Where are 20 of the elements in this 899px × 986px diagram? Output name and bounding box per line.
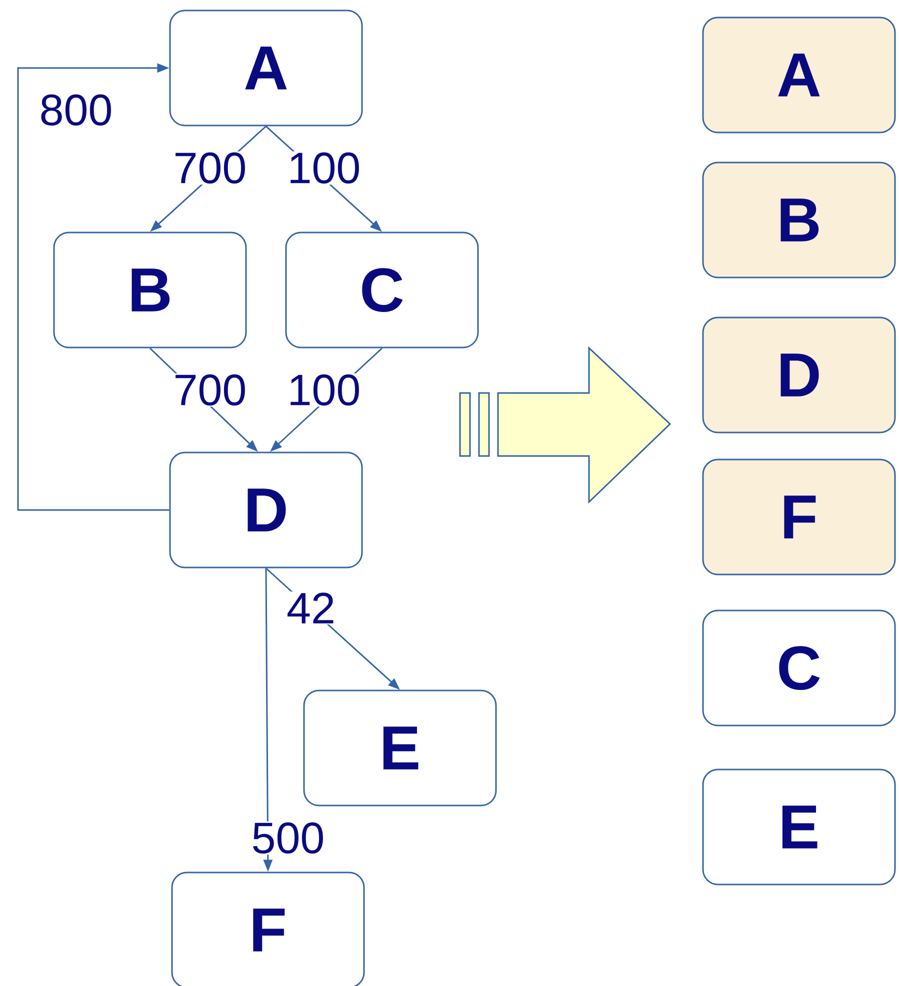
process-box: E	[702, 768, 896, 886]
process-box: C	[285, 232, 479, 348]
arrow	[17, 63, 170, 511]
process-box: C	[702, 610, 896, 726]
edge-label: 42	[286, 592, 336, 624]
process-box: B	[702, 162, 896, 278]
process-box: E	[303, 690, 497, 806]
process-box: F	[702, 458, 896, 576]
process-box: A	[702, 16, 896, 134]
process-box: B	[53, 232, 247, 348]
edge-label: 700	[172, 373, 248, 407]
edge-label: 800	[38, 93, 114, 127]
edge-label: 100	[286, 373, 362, 407]
edge-label: 100	[286, 151, 362, 185]
edge-label: 700	[172, 151, 248, 185]
process-box: F	[171, 872, 365, 986]
process-box: A	[169, 10, 363, 126]
process-box: D	[702, 316, 896, 434]
edge-label: 500	[250, 821, 326, 855]
process-box: D	[169, 452, 363, 568]
